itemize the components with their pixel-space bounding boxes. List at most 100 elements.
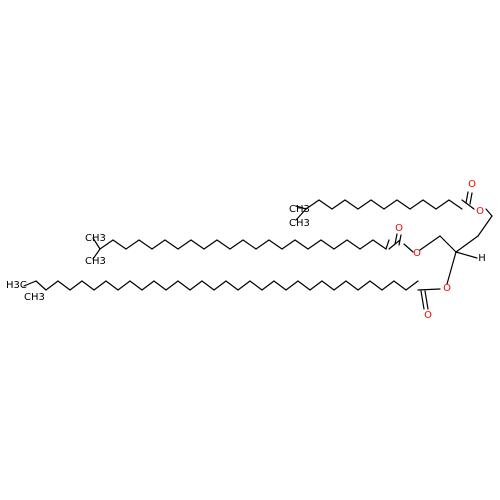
bottom-chain-bond bbox=[45, 280, 59, 291]
bottom-chain-bond bbox=[81, 280, 95, 291]
bottom-carbonyl-double-bond bbox=[420, 290, 425, 310]
mid-chain-bond bbox=[307, 239, 322, 250]
mid-chain-bond bbox=[229, 239, 244, 250]
glycerol-bond bbox=[439, 235, 457, 253]
bottom-carbonyl-double-bond bbox=[424, 290, 429, 310]
mid-chain-bond bbox=[346, 239, 361, 250]
mid-carbonyl-double-bond bbox=[398, 234, 402, 246]
mid-chain-bond bbox=[359, 239, 374, 250]
bottom-chain-bond bbox=[285, 280, 299, 291]
top-branch-bond bbox=[295, 205, 307, 210]
mid-branch-bond bbox=[92, 248, 101, 260]
mid-chain-bond bbox=[281, 239, 296, 250]
mid-branch-bond bbox=[92, 237, 101, 250]
mid-chain-bond bbox=[177, 239, 192, 250]
bottom-chain-bond bbox=[57, 280, 71, 291]
top-chain-bond bbox=[422, 199, 437, 210]
bottom-chain-bond bbox=[345, 280, 359, 291]
top-carbonyl-double-bond bbox=[469, 192, 473, 205]
label-bottom-ethyl: H3C bbox=[6, 280, 27, 291]
label-top-methyl-b: CH3 bbox=[289, 218, 310, 229]
mid-chain-bond bbox=[112, 239, 127, 250]
mid-chain-bond bbox=[99, 239, 114, 250]
mid-chain-bond bbox=[333, 239, 348, 250]
bottom-chain-bond bbox=[201, 280, 215, 291]
bond-layer bbox=[23, 191, 493, 310]
label-mid-methyl-a: CH3 bbox=[85, 233, 106, 244]
bottom-chain-bond bbox=[237, 280, 251, 291]
stereo-wedge-bond bbox=[455, 251, 478, 259]
top-chain-bond bbox=[435, 199, 450, 210]
top-chain-bond bbox=[370, 199, 385, 210]
mid-chain-bond bbox=[320, 239, 335, 250]
bottom-chain-bond bbox=[117, 280, 131, 291]
mid-chain-bond bbox=[151, 239, 166, 250]
top-chain-bond bbox=[383, 199, 398, 210]
atom-o-top-carbonyl: O bbox=[468, 179, 476, 190]
bottom-chain-bond bbox=[273, 280, 287, 291]
atom-o-bottom-ester: O bbox=[443, 283, 451, 294]
atom-o-bottom-carbonyl: O bbox=[424, 310, 432, 321]
bottom-chain-bond bbox=[69, 280, 83, 291]
bottom-chain-bond bbox=[213, 280, 227, 291]
mid-ester-bond bbox=[403, 243, 414, 253]
bottom-chain-bond bbox=[297, 280, 311, 291]
atom-o-top-ester: O bbox=[476, 206, 484, 217]
bottom-chain-bond bbox=[309, 280, 323, 291]
bottom-ethyl-bond bbox=[35, 280, 47, 291]
glycerol-bond bbox=[455, 235, 479, 253]
mid-carbonyl-link-bond bbox=[388, 239, 401, 250]
mid-chain-bond bbox=[294, 239, 309, 250]
bottom-chain-bond bbox=[393, 280, 407, 291]
bottom-chain-bond bbox=[105, 280, 119, 291]
mid-chain-bond bbox=[242, 239, 257, 250]
glycerol-bond bbox=[446, 251, 457, 285]
glycerol-bond bbox=[419, 235, 441, 251]
mid-chain-bond bbox=[255, 239, 270, 250]
mid-chain-bond bbox=[385, 239, 390, 250]
bottom-chain-bond bbox=[249, 280, 263, 291]
atom-h-stereo: H bbox=[478, 253, 486, 264]
top-chain-bond bbox=[357, 199, 372, 210]
bottom-chain-bond bbox=[333, 280, 347, 291]
atom-o-mid-carbonyl: O bbox=[395, 223, 403, 234]
top-chain-bond bbox=[396, 199, 411, 210]
label-mid-methyl-b: CH3 bbox=[85, 256, 106, 267]
mid-chain-bond bbox=[203, 239, 218, 250]
bottom-chain-bond bbox=[153, 280, 167, 291]
bottom-chain-bond bbox=[165, 280, 179, 291]
bottom-chain-bond bbox=[189, 280, 203, 291]
mid-chain-bond bbox=[372, 239, 387, 250]
top-chain-bond bbox=[331, 199, 346, 210]
bottom-chain-bond bbox=[93, 280, 107, 291]
bottom-chain-bond bbox=[261, 280, 275, 291]
mid-chain-bond bbox=[216, 239, 231, 250]
glycerol-bond bbox=[485, 208, 493, 217]
top-branch-bond bbox=[295, 208, 307, 221]
atom-o-mid-ester: O bbox=[413, 248, 421, 259]
mid-chain-bond bbox=[125, 239, 140, 250]
bottom-chain-bond bbox=[225, 280, 239, 291]
top-carbonyl-bond bbox=[461, 199, 475, 210]
bottom-chain-bond bbox=[369, 280, 383, 291]
bottom-chain-bond bbox=[321, 280, 335, 291]
top-carbonyl-double-bond bbox=[465, 191, 469, 204]
mid-carbonyl-double-bond bbox=[394, 233, 398, 245]
top-chain-bond bbox=[448, 199, 463, 210]
mid-chain-bond bbox=[268, 239, 283, 250]
bottom-ester-bond bbox=[417, 288, 441, 291]
top-chain-bond bbox=[318, 199, 333, 210]
label-bottom-methyl: CH3 bbox=[24, 292, 45, 303]
bottom-chain-bond bbox=[381, 280, 395, 291]
mid-chain-bond bbox=[138, 239, 153, 250]
glycerol-bond bbox=[477, 215, 493, 237]
top-chain-bond bbox=[409, 199, 424, 210]
bottom-chain-bond bbox=[405, 280, 419, 291]
label-top-methyl-a: CH3 bbox=[289, 204, 310, 215]
mid-chain-bond bbox=[164, 239, 179, 250]
top-chain-bond bbox=[305, 199, 320, 210]
bottom-chain-bond bbox=[129, 280, 143, 291]
bottom-chain-bond bbox=[357, 280, 371, 291]
bottom-chain-bond bbox=[177, 280, 191, 291]
